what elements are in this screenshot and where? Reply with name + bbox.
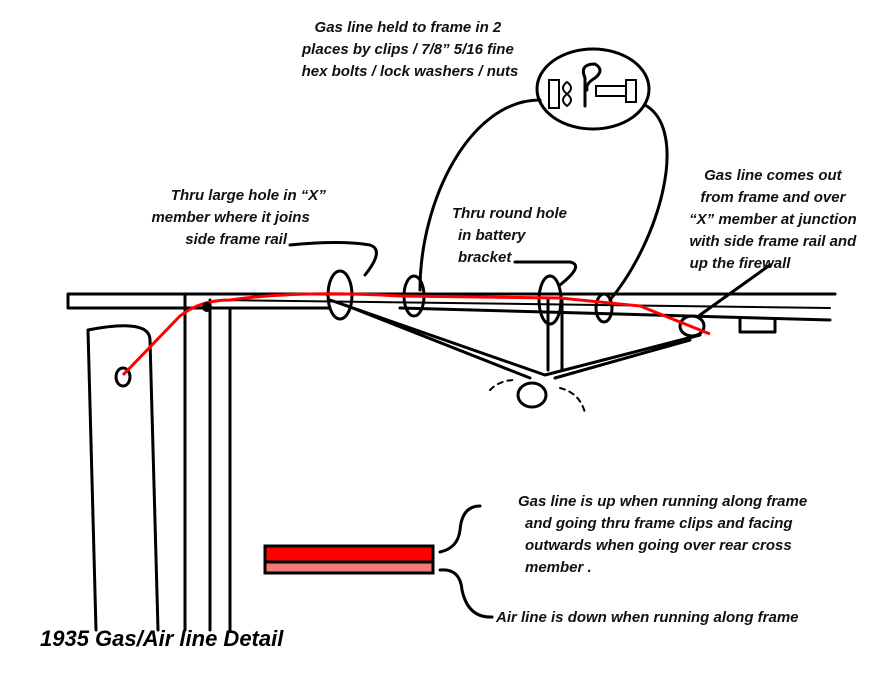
gas-line-legend-text: Gas line is up when running along frame …	[518, 493, 811, 576]
air-line-swatch	[263, 560, 435, 575]
x-member-callout: Thru large hole in “X” member where it j…	[151, 187, 330, 248]
frame-rail	[66, 292, 837, 632]
clip-rings	[114, 269, 706, 388]
clips-callout: Gas line held to frame in 2 places by cl…	[301, 19, 518, 80]
air-line-legend-text: Air line is down when running along fram…	[495, 609, 799, 626]
clip-detail-bubble	[418, 47, 669, 302]
frame-hole	[202, 302, 212, 312]
gas-line	[121, 292, 711, 377]
gas-line-swatch	[263, 544, 435, 564]
diagram-title: 1935 Gas/Air line Detail	[40, 626, 284, 651]
firewall-callout: Gas line comes out from frame and over “…	[689, 167, 861, 272]
line-legend	[263, 504, 494, 619]
battery-bracket-callout: Thru round hole in battery bracket	[452, 205, 571, 266]
